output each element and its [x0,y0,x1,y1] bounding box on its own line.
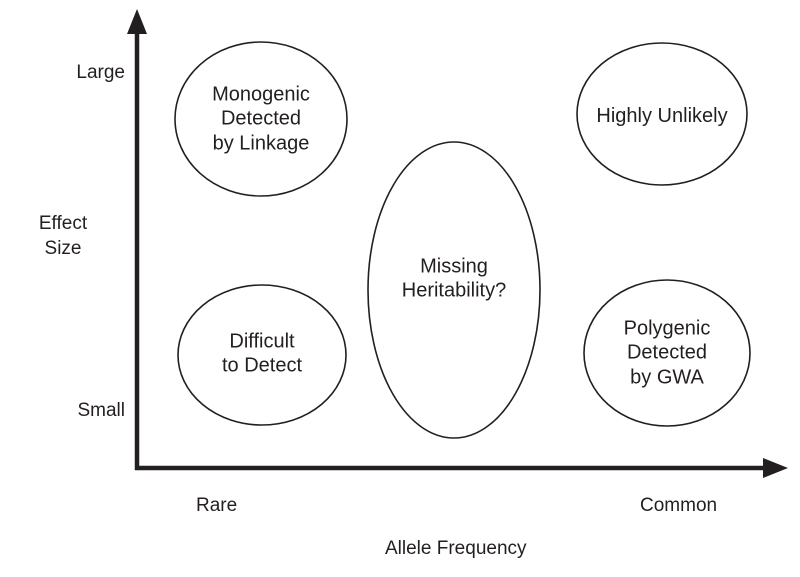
bubble-label-line: Detected [626,341,708,364]
x-axis-title-text: Allele Frequency [385,538,527,559]
x-tick-label-common: Common [640,495,717,517]
bubble-label-line: to Detect [221,355,303,377]
y-axis-title-line2: Size [44,238,82,260]
bubble-difficult-to-detect [177,284,347,426]
bubble-label-missing-heritability: Missing Heritability? [402,255,506,304]
bubble-label-monogenic: Monogenic Detected by Linkage [212,82,310,155]
y-tick-label-small: Small [5,400,125,422]
bubble-label-line: Heritability? [401,280,507,302]
bubble-label-line: Missing [420,255,488,278]
bubble-label-polygenic: Polygenic Detected by GWA [624,316,711,389]
bubble-highly-unlikely [576,42,748,186]
bubble-label-line: Difficult [229,330,295,353]
x-tick-common-text: Common [640,495,718,516]
bubble-label-line: Detected [220,107,302,130]
x-tick-rare-text: Rare [196,495,238,516]
y-tick-large-text: Large [76,62,125,83]
bubble-polygenic [583,279,751,427]
bubble-monogenic [174,41,348,197]
bubble-label-line: by GWA [630,366,704,389]
x-tick-label-rare: Rare [196,495,237,517]
y-axis-arrowhead [127,9,147,34]
bubble-label-line: Polygenic [623,317,711,340]
y-axis-title-line1: Effect [38,213,88,234]
bubble-missing-heritability [367,141,541,439]
y-tick-label-large: Large [5,62,125,84]
bubble-label-line: Monogenic [212,83,310,106]
bubble-label-line: by Linkage [212,132,310,155]
bubble-label-difficult-to-detect: Difficult to Detect [222,330,302,379]
x-axis-arrowhead [763,458,788,478]
y-axis-title: Effect Size [8,211,118,261]
x-axis-title: Allele Frequency [385,538,527,560]
bubble-label-line: Highly Unlikely [596,104,728,127]
y-tick-small-text: Small [77,400,125,421]
bubble-label-highly-unlikely: Highly Unlikely [596,104,727,128]
